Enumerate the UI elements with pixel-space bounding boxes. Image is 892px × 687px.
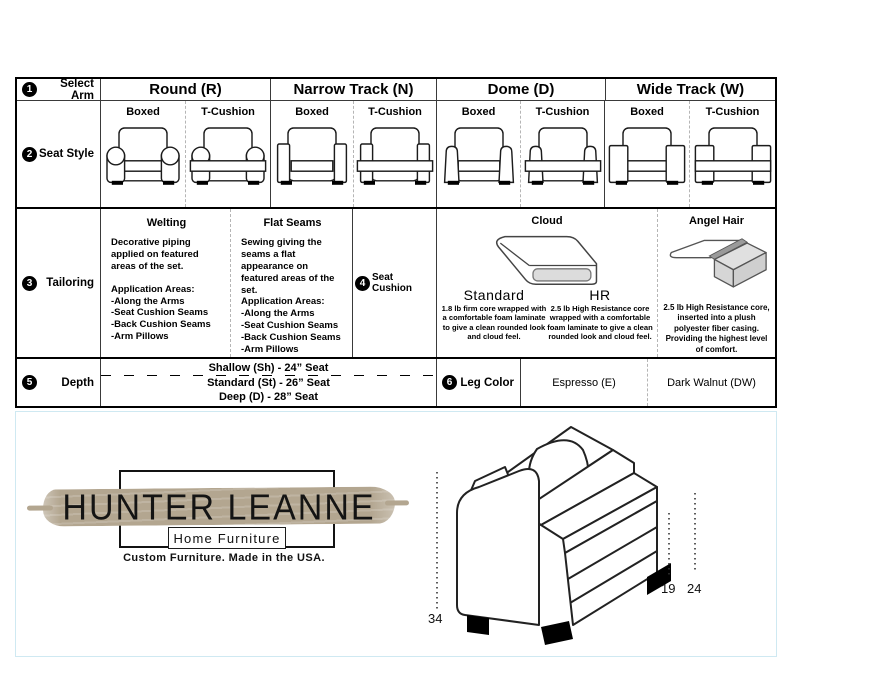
flat-seams-area: -Seat Cushion Seams bbox=[241, 320, 339, 332]
arm-header-wide: Wide Track (W) bbox=[636, 81, 745, 98]
cushion-cloud: Cloud Standard 1.8 lb firm core wrapped … bbox=[437, 209, 658, 357]
flat-seams-area: -Back Cushion Seams bbox=[241, 332, 341, 343]
angel-hair-desc: 2.5 lb High Resistance core, inserted in… bbox=[663, 303, 770, 354]
seat-style-dome-tcushion: T-Cushion bbox=[521, 101, 605, 207]
step-leg-color: 6 Leg Color bbox=[437, 359, 521, 406]
step-seat-style: 2 Seat Style bbox=[17, 101, 101, 207]
cushion-angel-hair: Angel Hair 2.5 lb High Resistance core, … bbox=[658, 209, 775, 357]
depth-option-standard: Standard (St) - 26” Seat bbox=[207, 376, 330, 389]
tailoring-flat-seams: Flat Seams Sewing giving the seams a fla… bbox=[231, 209, 353, 357]
step-seat-style-label: Seat Style bbox=[39, 148, 94, 160]
cloud-hr: HR 2.5 lb High Resistance core wrapped w… bbox=[547, 287, 653, 342]
welting-area: -Seat Cushion Seams bbox=[111, 307, 209, 319]
hr-name: HR bbox=[589, 287, 611, 303]
chair-dome-boxed-illustration bbox=[443, 127, 514, 185]
standard-name: Standard bbox=[463, 287, 525, 303]
brand-tagline: Custom Furniture. Made in the USA. bbox=[123, 552, 325, 564]
style-label: Boxed bbox=[126, 106, 160, 118]
step-3-badge: 3 bbox=[22, 275, 37, 291]
step-tailoring-label: Tailoring bbox=[46, 277, 94, 289]
chair-wide-tcushion-illustration bbox=[694, 127, 771, 185]
chair-round-tcushion-illustration bbox=[189, 127, 267, 185]
standard-desc: 1.8 lb firm core wrapped with a comforta… bbox=[441, 304, 547, 342]
flat-seams-title: Flat Seams bbox=[263, 217, 322, 229]
welting-area: -Back Cushion Seams bbox=[111, 319, 211, 331]
flat-seams-area: -Along the Arms bbox=[241, 308, 315, 320]
step-4-badge: 4 bbox=[355, 275, 370, 291]
style-label: T-Cushion bbox=[368, 106, 422, 118]
dashed-divider bbox=[101, 375, 436, 376]
welting-area: -Along the Arms bbox=[111, 295, 185, 307]
welting-area: -Arm Pillows bbox=[111, 331, 169, 343]
step-depth: 5 Depth bbox=[17, 359, 101, 406]
style-label: T-Cushion bbox=[201, 106, 255, 118]
seat-style-narrow-tcushion: T-Cushion bbox=[354, 101, 437, 207]
seat-style-round-boxed: Boxed bbox=[101, 101, 186, 207]
step-6-badge: 6 bbox=[442, 375, 457, 390]
seat-style-narrow-boxed: Boxed bbox=[271, 101, 354, 207]
step-select-arm: 1 Select Arm bbox=[17, 77, 101, 102]
chair-narrow-tcushion-illustration bbox=[356, 127, 434, 185]
step-seat-cushion-label: Seat Cushion bbox=[372, 272, 412, 294]
style-label: T-Cushion bbox=[705, 106, 760, 118]
step-1-badge: 1 bbox=[22, 82, 37, 97]
depth-option-shallow: Shallow (Sh) - 24” Seat bbox=[208, 362, 329, 374]
leg-color-espresso: Espresso (E) bbox=[521, 359, 648, 406]
angel-hair-cushion-illustration bbox=[669, 238, 767, 288]
style-label: Boxed bbox=[630, 106, 664, 118]
arm-header-round: Round (R) bbox=[101, 79, 271, 100]
seat-style-dome-boxed: Boxed bbox=[437, 101, 521, 207]
arm-header-dome: Dome (D) bbox=[437, 79, 606, 100]
welting-desc: Decorative piping applied on featured ar… bbox=[111, 237, 199, 272]
welting-title: Welting bbox=[146, 217, 187, 229]
seat-style-wide-tcushion: T-Cushion bbox=[690, 101, 775, 207]
step-tailoring: 3 Tailoring bbox=[17, 209, 101, 357]
row-depth-legcolor: 5 Depth Shallow (Sh) - 24” Seat Standard… bbox=[17, 359, 775, 406]
tailoring-welting: Welting Decorative piping applied on fea… bbox=[101, 209, 231, 357]
style-label: Boxed bbox=[461, 106, 496, 118]
cloud-variants: Standard 1.8 lb firm core wrapped with a… bbox=[441, 287, 653, 342]
step-select-arm-label: Select Arm bbox=[60, 77, 94, 102]
welting-areas-title: Application Areas: bbox=[111, 283, 195, 295]
step-5-badge: 5 bbox=[22, 375, 37, 390]
leg-color-dark-walnut: Dark Walnut (DW) bbox=[667, 376, 756, 389]
cloud-cushion-illustration bbox=[496, 235, 598, 285]
cloud-standard: Standard 1.8 lb firm core wrapped with a… bbox=[441, 287, 547, 342]
dimension-overall-height: 34 bbox=[428, 611, 442, 626]
flat-seams-desc: Sewing giving the seams a flat appearanc… bbox=[241, 237, 335, 296]
step-depth-label: Depth bbox=[61, 376, 94, 389]
depth-options: Shallow (Sh) - 24” Seat Standard (St) - … bbox=[101, 359, 437, 406]
depth-option-deep: Deep (D) - 28” Seat bbox=[218, 391, 319, 403]
option-spec-table: 1 Select Arm Round (R) Narrow Track (N) … bbox=[15, 77, 777, 408]
row-seat-style: 2 Seat Style Boxed T-Cushion Boxed T-Cus… bbox=[17, 101, 775, 209]
style-label: Boxed bbox=[295, 106, 329, 118]
angel-hair-title: Angel Hair bbox=[688, 215, 744, 227]
cloud-title: Cloud bbox=[531, 215, 563, 227]
arm-header-narrow: Narrow Track (N) bbox=[271, 79, 437, 100]
flat-seams-area: -Arm Pillows bbox=[241, 343, 299, 355]
row-tailoring-cushion: 3 Tailoring Welting Decorative piping ap… bbox=[17, 209, 775, 359]
brand-footer: HUNTER LEANNE Home Furniture Custom Furn… bbox=[15, 411, 777, 657]
chair-round-boxed-illustration bbox=[106, 127, 180, 185]
brand-name: HUNTER LEANNE bbox=[62, 487, 376, 529]
seat-style-round-tcushion: T-Cushion bbox=[186, 101, 271, 207]
chair-wide-boxed-illustration bbox=[608, 127, 686, 185]
style-label: T-Cushion bbox=[535, 106, 590, 118]
dimensioned-chair-illustration: 34 19 24 bbox=[428, 426, 701, 645]
step-seat-cushion: 4 Seat Cushion bbox=[353, 209, 437, 357]
seat-style-wide-boxed: Boxed bbox=[605, 101, 690, 207]
flat-seams-areas-title: Application Areas: bbox=[241, 296, 325, 308]
hr-desc: 2.5 lb High Resistance core wrapped with… bbox=[547, 304, 653, 342]
dimension-arm-height: 24 bbox=[687, 581, 701, 596]
chair-dome-tcushion-illustration bbox=[524, 127, 601, 185]
step-2-badge: 2 bbox=[22, 146, 37, 162]
chair-narrow-boxed-illustration bbox=[276, 127, 348, 185]
step-leg-color-label: Leg Color bbox=[460, 376, 514, 389]
row-select-arm: 1 Select Arm Round (R) Narrow Track (N) … bbox=[17, 77, 775, 102]
brand-subtitle: Home Furniture bbox=[168, 527, 286, 549]
dimension-seat-height: 19 bbox=[661, 581, 675, 596]
dashed-divider bbox=[101, 389, 436, 390]
